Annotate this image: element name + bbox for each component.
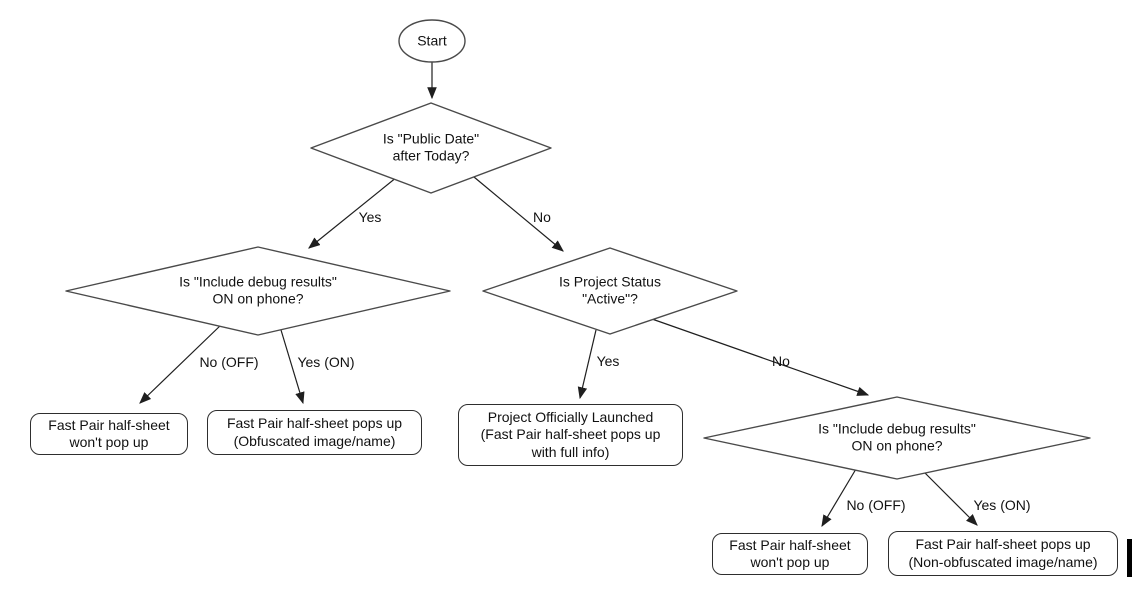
edge-debug-left-no: [139, 323, 223, 404]
decision-debug-left-label: Is "Include debug results" ON on phone?: [179, 273, 337, 307]
decision-project-status-label: Is Project Status "Active"?: [559, 273, 661, 307]
edge-label-debug-right-no: No (OFF): [846, 497, 906, 513]
edge-project-status-yes: [577, 329, 597, 400]
decision-public-date-label: Is "Public Date" after Today?: [382, 130, 480, 164]
result-wont-popup-right-box: Fast Pair half-sheet won't pop up: [712, 533, 868, 575]
result-obfuscated-box: Fast Pair half-sheet pops up (Obfuscated…: [207, 410, 422, 455]
flowchart-node-shapes: [65, 19, 1091, 480]
edge-label-debug-right-yes: Yes (ON): [973, 497, 1031, 513]
result-launched-box: Project Officially Launched (Fast Pair h…: [458, 404, 683, 466]
edge-public-date-yes: [308, 176, 398, 249]
edge-label-project-status-no: No: [772, 353, 790, 369]
edge-debug-right-yes: [921, 469, 978, 526]
decision-public-date-shape: [310, 102, 552, 194]
decision-debug-left-shape: [65, 246, 451, 336]
edge-debug-left-yes: [280, 329, 305, 405]
edge-label-project-status-yes: Yes: [596, 353, 620, 369]
edge-label-public-date-no: No: [533, 209, 551, 225]
edge-debug-right-no: [821, 468, 857, 528]
flowchart-edges: [139, 62, 978, 528]
edge-project-status-no: [651, 318, 870, 396]
result-wont-popup-left-box: Fast Pair half-sheet won't pop up: [30, 413, 188, 455]
edge-label-debug-left-no: No (OFF): [199, 354, 259, 370]
start-node-label: Start: [417, 32, 447, 49]
edge-label-debug-left-yes: Yes (ON): [297, 354, 355, 370]
decision-debug-right-label: Is "Include debug results" ON on phone?: [818, 420, 976, 454]
decision-project-status-shape: [482, 247, 738, 335]
edge-public-date-no: [473, 176, 564, 252]
result-non-obfuscated-box: Fast Pair half-sheet pops up (Non-obfusc…: [888, 531, 1118, 576]
start-node-shape: [398, 19, 466, 63]
edge-label-public-date-yes: Yes: [358, 209, 382, 225]
decision-debug-right-shape: [703, 396, 1091, 480]
text-cursor-artifact: [1127, 539, 1132, 577]
